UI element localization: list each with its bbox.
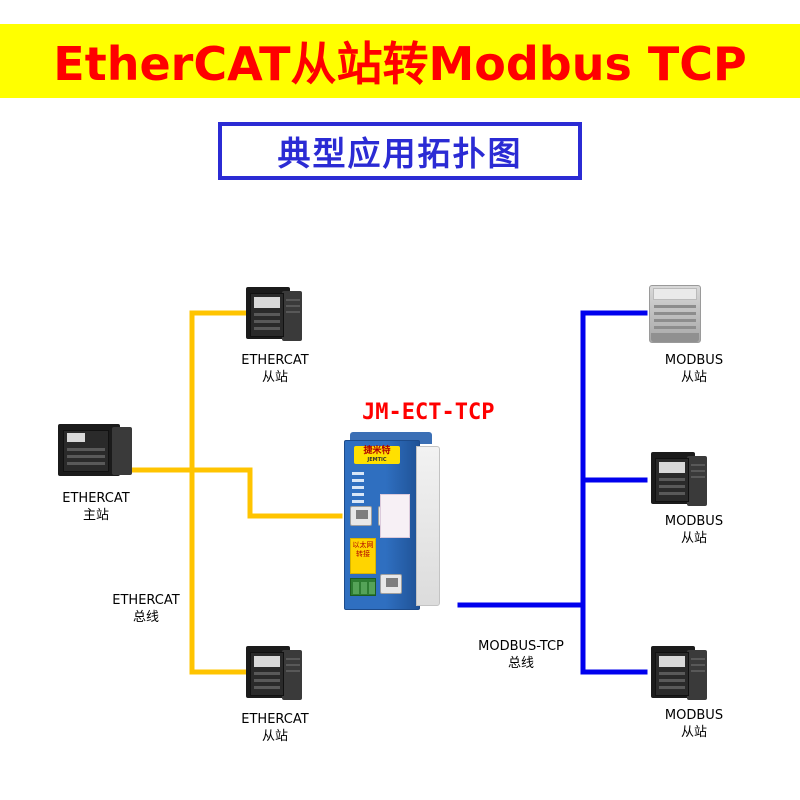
modbus-slave-bottom-label: MODBUS 从站 [664,708,724,740]
slave-panel-line-3 [254,686,280,689]
slave-display [254,656,280,667]
slave-side [687,456,707,506]
page-title: EtherCAT从站转Modbus TCP [53,37,747,91]
slave-panel-line-1 [659,478,685,481]
adam-top-label [653,288,697,300]
adam-row-4 [654,326,696,329]
adam-base [651,333,699,342]
ethercat-slave-top-device [246,287,304,345]
subtitle-box: 典型应用拓扑图 [218,122,582,180]
slave-display [659,462,685,473]
subtitle-text: 典型应用拓扑图 [277,134,523,173]
slave-panel-line-2 [254,679,280,682]
slave-panel-line-2 [254,320,280,323]
ethercat-slave-bottom-device [246,646,304,704]
slave-vent-3 [691,670,705,672]
master-display [67,433,85,442]
slave-side [687,650,707,700]
modbus-slave-mid-device [651,452,709,510]
slave-panel-line-3 [659,492,685,495]
slave-panel-line-1 [254,313,280,316]
gateway-led-row [352,472,374,506]
adam-row-2 [654,312,696,315]
ethercat-master-label: ETHERCAT 主站 [62,491,130,523]
slave-vent-2 [691,470,705,472]
slave-vent-1 [691,464,705,466]
terminal-screw-2 [361,582,367,594]
modbus-slave-bottom-device [651,646,709,704]
gateway-brand-logo: 捷米特 JEMTIC [354,446,400,464]
gateway-led-1 [352,472,364,475]
modbus-bus-lines [457,310,648,675]
ethercat-master-device [58,424,134,480]
modbus-slave-top-device [645,285,705,347]
gateway-led-3 [352,486,364,489]
gateway-title: JM-ECT-TCP [362,400,495,425]
master-panel-line-1 [67,448,105,451]
gateway-power-terminal [350,578,376,596]
slave-panel-line-3 [659,686,685,689]
gateway-brand-text: 捷米特 [363,446,391,456]
gateway-label-sticker [380,494,410,538]
slave-vent-1 [691,658,705,660]
gateway-side-panel [416,446,440,606]
slave-panel-line-1 [659,672,685,675]
slave-vent-1 [286,299,300,301]
gateway-led-2 [352,479,364,482]
ethercat-bus-label: ETHERCAT 总线 [112,593,180,625]
slave-vent-2 [691,664,705,666]
gateway-device: 捷米特 JEMTIC 以太网转接 [336,432,448,616]
slave-side [282,650,302,700]
slave-side [282,291,302,341]
master-side [112,427,132,475]
ethercat-slave-bottom-label: ETHERCAT 从站 [241,712,309,744]
slave-display [254,297,280,308]
master-panel-line-2 [67,455,105,458]
slave-vent-3 [691,476,705,478]
adam-row-1 [654,305,696,308]
slave-panel-line-2 [659,679,685,682]
slave-vent-3 [286,311,300,313]
slave-display [659,656,685,667]
gateway-led-5 [352,500,364,503]
gateway-led-4 [352,493,364,496]
terminal-screw-3 [369,582,375,594]
slave-vent-3 [286,670,300,672]
slave-panel-line-3 [254,327,280,330]
gateway-yellow-label: 以太网转接 [350,538,376,574]
title-banner: EtherCAT从站转Modbus TCP [0,24,800,98]
gateway-rj45-port-1 [350,506,372,526]
ethercat-slave-top-label: ETHERCAT 从站 [241,353,309,385]
adam-row-3 [654,319,696,322]
slave-vent-1 [286,658,300,660]
modbus-slave-top-label: MODBUS 从站 [664,353,724,385]
slave-panel-line-2 [659,485,685,488]
modbus-bus-label: MODBUS-TCP 总线 [478,639,564,671]
modbus-slave-mid-label: MODBUS 从站 [664,514,724,546]
slave-panel-line-1 [254,672,280,675]
terminal-screw-1 [353,582,359,594]
gateway-rj45-port-3 [380,574,402,594]
slave-vent-2 [286,305,300,307]
master-panel-line-3 [67,462,105,465]
ethercat-bus-lines [129,310,343,675]
slave-vent-2 [286,664,300,666]
gateway-brand-sub: JEMTIC [367,457,387,463]
